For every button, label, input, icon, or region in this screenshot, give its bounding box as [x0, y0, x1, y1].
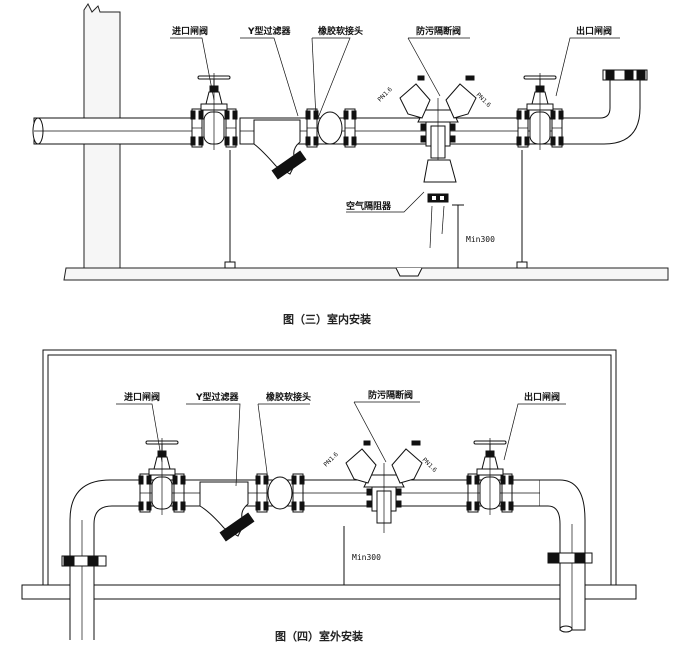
figure-4-outdoor: PN1.6 PN1.6 Min300 进口闸阀 Y型过滤器 橡胶软接头 防污隔断… [21, 349, 637, 643]
outlet-gate-valve [517, 73, 563, 150]
valve-rating-left: PN1.6 [376, 86, 394, 104]
floor-slab [63, 267, 669, 281]
outlet-riser-flange [547, 552, 593, 564]
label-inlet-valve: 进口闸阀 [172, 25, 208, 37]
outlet-pipe-flange [602, 69, 648, 81]
inlet-gate-valve [191, 73, 237, 150]
dimension-min300: Min300 [466, 235, 495, 244]
label-inlet-valve: 进口闸阀 [124, 391, 160, 403]
label-rubber-joint: 橡胶软接头 [266, 391, 311, 403]
ground-slab [21, 584, 637, 600]
figure-4-caption: 图（四）室外安装 [275, 629, 363, 643]
outlet-gate-valve [467, 438, 513, 515]
valve-rating-left: PN1.6 [322, 451, 340, 469]
label-backflow-preventer: 防污隔断阀 [416, 25, 461, 37]
label-y-strainer: Y型过滤器 [195, 391, 240, 403]
valve-rating-right: PN1.6 [475, 91, 493, 109]
label-outlet-valve: 出口闸阀 [576, 25, 612, 37]
floor-drain [395, 267, 423, 277]
dimension-min300: Min300 [352, 553, 381, 562]
enclosure-outer [42, 349, 617, 585]
label-y-strainer: Y型过滤器 [247, 25, 292, 37]
figure-3-caption: 图（三）室内安装 [283, 312, 371, 326]
label-backflow-preventer: 防污隔断阀 [368, 389, 413, 401]
figure-3-indoor: PN1.6 PN1.6 Min300 进口闸阀 Y型过滤器 橡胶软接头 防污隔断… [32, 3, 669, 326]
label-outlet-valve: 出口闸阀 [524, 391, 560, 403]
label-air-gap: 空气隔阻器 [346, 200, 392, 212]
inlet-gate-valve [139, 438, 185, 515]
label-rubber-joint: 橡胶软接头 [318, 25, 363, 37]
y-strainer [253, 119, 307, 180]
rubber-joint [255, 473, 305, 513]
rubber-joint [305, 108, 357, 148]
outlet-elbow [560, 77, 641, 145]
valve-rating-right: PN1.6 [421, 456, 439, 474]
inlet-riser-flange [61, 555, 107, 567]
y-strainer [199, 481, 255, 542]
air-gap-device [423, 159, 457, 249]
